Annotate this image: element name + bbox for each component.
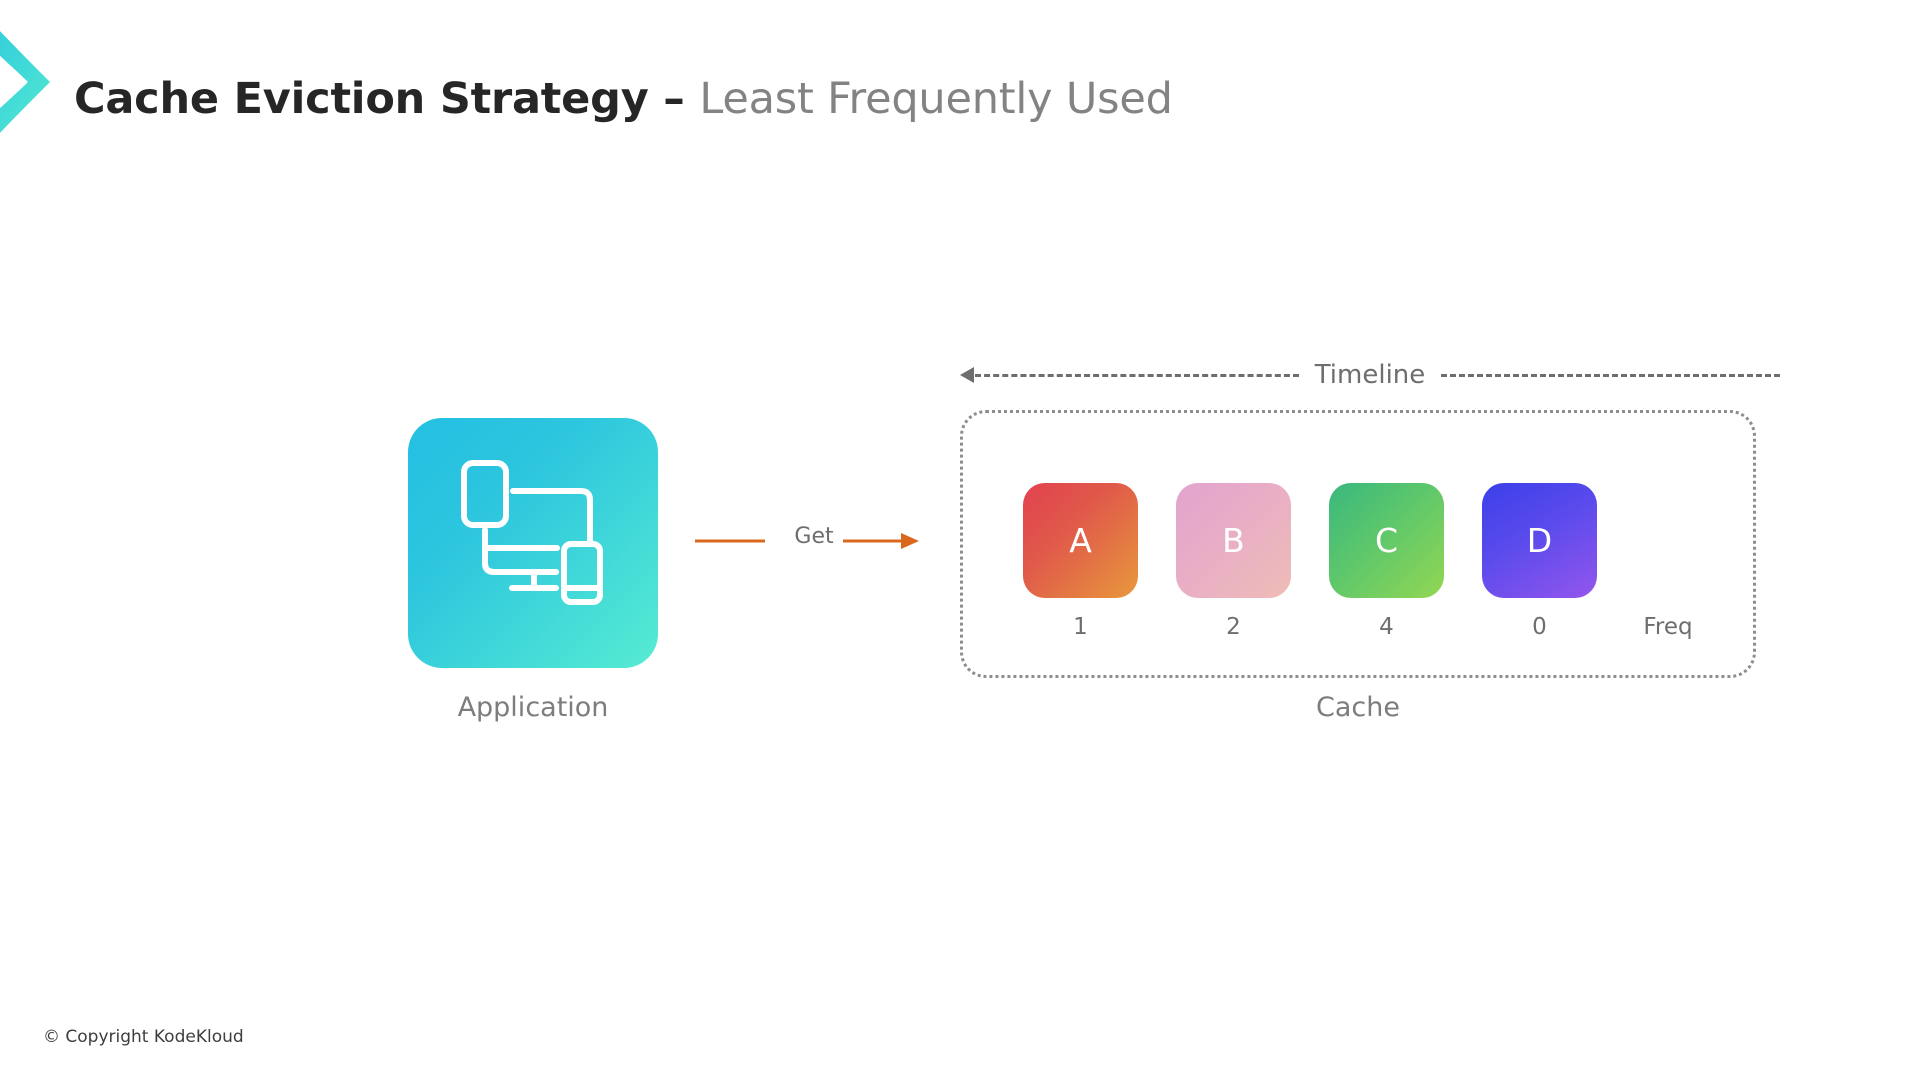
timeline-label: Timeline [1314,360,1426,390]
cache-entry-card[interactable]: D [1482,483,1597,598]
cache-entry-card[interactable]: A [1023,483,1138,598]
cache-frequency-list: 1 2 4 0 [1023,616,1597,639]
cache-entry-key: A [1069,521,1092,560]
connected-devices-icon [408,418,658,668]
cache-frequency-axis-label: Freq [1643,614,1693,640]
timeline-left-segment [960,367,1299,383]
cache-frequency-value: 4 [1379,614,1394,640]
get-arrow-label: Get [794,524,834,549]
cache-label: Cache [1316,692,1400,723]
cache-frequency-value: 1 [1073,614,1088,640]
get-arrow-icon [695,524,920,558]
cache-entry-list: A B C D [1023,483,1597,598]
cache-entry-card[interactable]: C [1329,483,1444,598]
timeline-dash-left [975,373,1299,377]
cache-entry-card[interactable]: B [1176,483,1291,598]
copyright-footer: © Copyright KodeKloud [43,1027,244,1047]
page-title: Cache Eviction Strategy – Least Frequent… [74,78,1173,121]
page-title-main: Cache Eviction Strategy – [74,74,700,124]
cache-frequency-value: 0 [1532,614,1547,640]
timeline: Timeline [960,355,1780,395]
application-label: Application [457,692,609,723]
timeline-dash-right [1441,373,1780,377]
cache-entry-key: B [1222,521,1245,560]
cache-entry-key: C [1374,521,1399,560]
kodekloud-chevron-logo [0,0,90,175]
application-node: Application [408,418,658,721]
cache-frequency-value: 2 [1226,614,1241,640]
page-title-subtitle: Least Frequently Used [699,74,1173,124]
arrow-left-icon [960,367,974,383]
cache-container: A B C D 1 2 4 0 Freq [960,410,1756,678]
cache-entry-key: D [1526,521,1553,560]
